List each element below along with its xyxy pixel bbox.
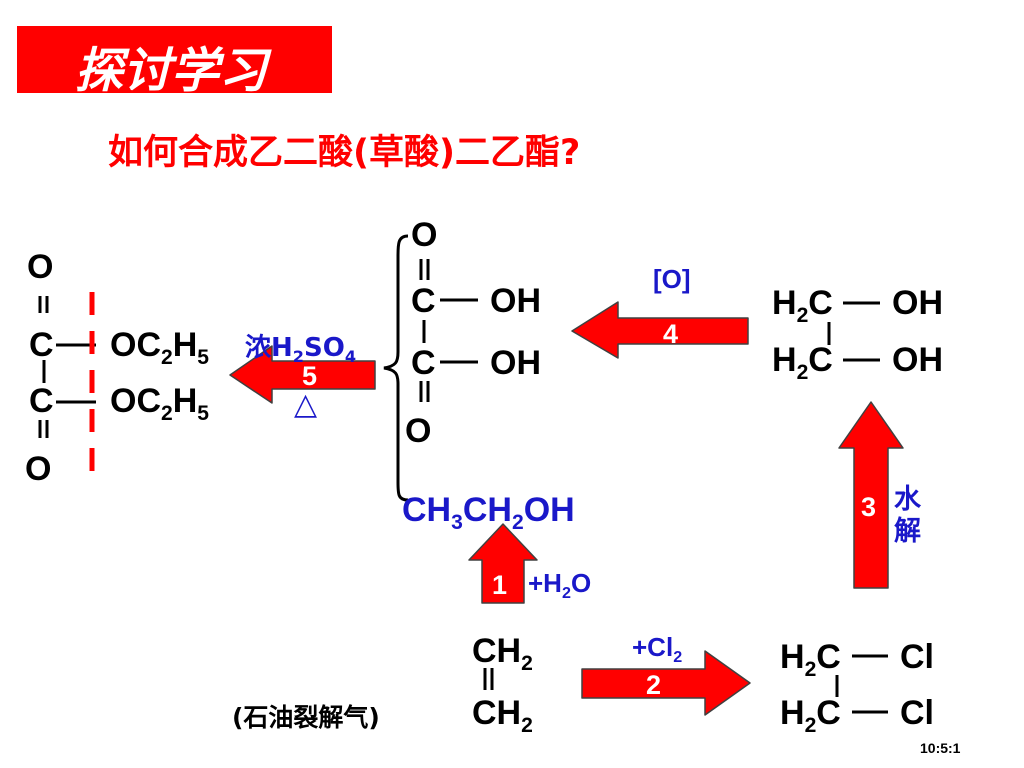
glycol-bonds	[827, 301, 880, 362]
slide-ratio: 10:5:1	[920, 740, 961, 756]
arrow-4	[571, 301, 749, 359]
ester-group-top: OC2H5	[110, 326, 210, 369]
step-1-number: 1	[492, 570, 508, 600]
acid-c-bottom: C	[411, 344, 436, 382]
dichloro-cl-top: Cl	[900, 638, 934, 676]
ester-c-top: C	[29, 326, 54, 364]
arrow-5	[229, 345, 376, 404]
arrow-1	[468, 523, 538, 604]
ester-o-top: O	[27, 248, 54, 286]
step-3-reagent: 水解	[894, 484, 921, 547]
dichloro-top: H2C	[780, 638, 841, 681]
ethanol-formula: CH3CH2OH	[402, 491, 575, 534]
dichloro-cl-bottom: Cl	[900, 694, 934, 732]
ethylene-bottom: CH2	[472, 694, 533, 737]
ester-bonds	[38, 296, 96, 438]
dichloro-bonds	[835, 654, 888, 714]
step-5-condition: △	[294, 387, 318, 422]
acid-oh-bottom: OH	[490, 344, 541, 382]
step-4-number: 4	[663, 319, 679, 349]
acid-o-bottom: O	[405, 412, 432, 450]
step-2-reagent: +Cl2	[632, 632, 683, 667]
acid-oh-top: OH	[490, 282, 541, 320]
glycol-oh-bottom: OH	[892, 341, 943, 379]
reactant-brace	[383, 234, 409, 502]
dichloro-bottom: H2C	[780, 694, 841, 737]
step-4-reagent: [O]	[653, 264, 691, 294]
glycol-oh-top: OH	[892, 284, 943, 322]
title-badge-label: 探讨学习	[75, 43, 268, 99]
step-5-reagent: 浓H2SO4	[245, 333, 357, 367]
acid-o-top: O	[411, 216, 438, 254]
acid-c-top: C	[411, 282, 436, 320]
glycol-top: H2C	[772, 284, 833, 327]
step-2-number: 2	[646, 670, 662, 700]
step-arrows	[229, 301, 904, 716]
step-5-number: 5	[302, 361, 318, 391]
step-1-reagent: +H2O	[528, 568, 592, 603]
ester-c-bottom: C	[29, 382, 54, 420]
arrow-2	[581, 650, 751, 716]
question-text: 如何合成乙二酸(草酸)二乙酯?	[108, 133, 581, 173]
ethylene-bonds	[483, 668, 494, 690]
title-badge: 探讨学习	[17, 26, 332, 99]
arrow-3	[838, 401, 904, 589]
acid-bonds	[419, 259, 478, 402]
ester-group-bottom: OC2H5	[110, 382, 210, 425]
glycol-bottom: H2C	[772, 341, 833, 384]
ethylene-source: (石油裂解气)	[232, 703, 380, 732]
ethylene-top: CH2	[472, 632, 533, 675]
step-3-number: 3	[861, 492, 877, 522]
ester-o-bottom: O	[25, 450, 52, 488]
